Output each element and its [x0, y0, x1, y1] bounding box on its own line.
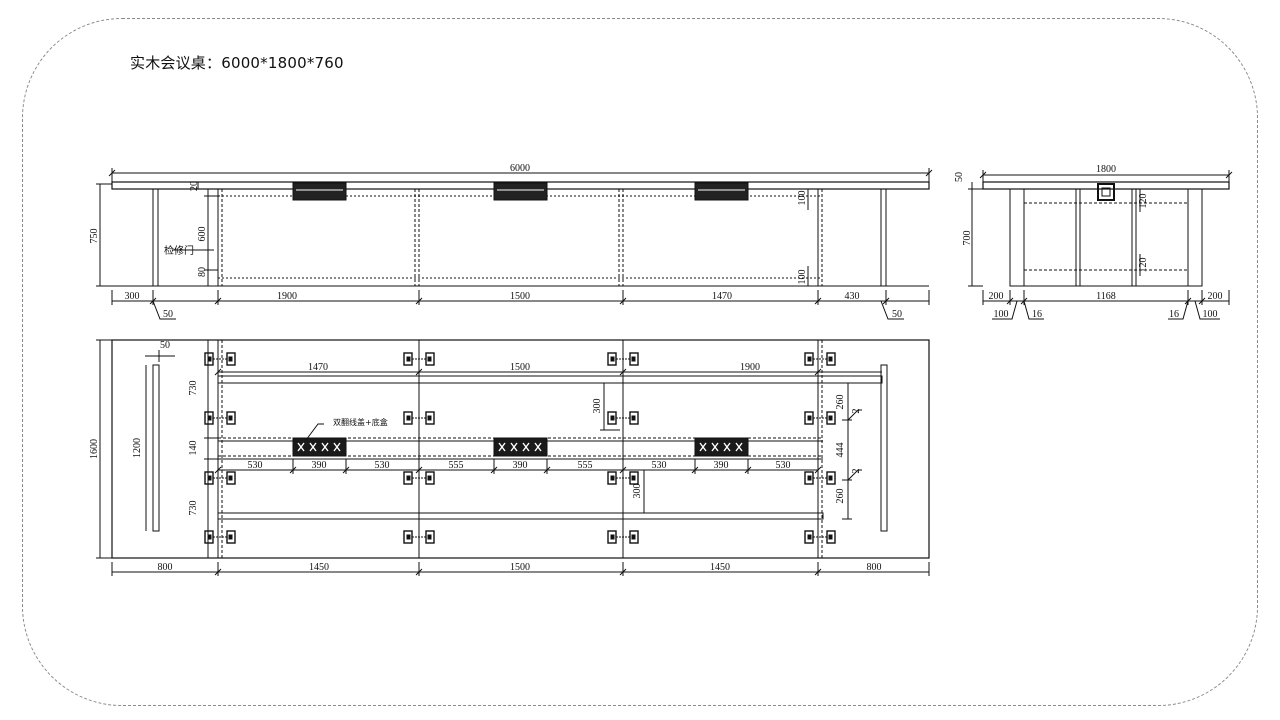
- plan-top-1: 1500: [510, 362, 530, 373]
- box-dim-8: 530: [776, 460, 791, 471]
- box-dim-6: 530: [652, 460, 667, 471]
- fastener-symbol: [403, 352, 435, 366]
- fastener-symbol: [607, 471, 639, 485]
- dim-bottom-gap: 80: [197, 267, 208, 277]
- box-dim-0: 530: [248, 460, 263, 471]
- side-view: [968, 170, 1233, 320]
- plan-small-mark-1: 2: [851, 469, 862, 474]
- side-dim-upper: 120: [1138, 194, 1149, 209]
- side-bottom-2: 200: [1208, 291, 1223, 302]
- side-dim-height: 700: [962, 231, 973, 246]
- fastener-symbol: [607, 530, 639, 544]
- dim-height: 750: [89, 229, 100, 244]
- dim-top-thickness: 20: [189, 181, 200, 191]
- dim-bottom-0: 300: [125, 291, 140, 302]
- dim-drawer-bottom: 100: [797, 270, 808, 285]
- fastener-symbol: [403, 411, 435, 425]
- box-dim-3: 555: [449, 460, 464, 471]
- plan-right-0: 260: [835, 395, 846, 410]
- plan-bottom-1: 1450: [309, 562, 329, 573]
- plan-right-1: 444: [835, 443, 846, 458]
- plan-center-upper: 300: [592, 399, 603, 414]
- plan-bottom-0: 800: [158, 562, 173, 573]
- box-dim-4: 390: [513, 460, 528, 471]
- fastener-symbol: [403, 530, 435, 544]
- plan-view-labels: 1600 1200 50 1470 1500 1900 730 140 730 …: [89, 340, 882, 573]
- plan-top-0: 1470: [308, 362, 328, 373]
- plan-bottom-4: 800: [867, 562, 882, 573]
- side-dim-top: 50: [954, 172, 965, 182]
- fasteners: [204, 352, 836, 544]
- fastener-symbol: [804, 530, 836, 544]
- side-sub-right-0: 16: [1169, 309, 1179, 320]
- side-bottom-1: 1168: [1096, 291, 1116, 302]
- box-dim-1: 390: [312, 460, 327, 471]
- fastener-symbol: [204, 411, 236, 425]
- dim-6000: 6000: [510, 163, 530, 174]
- wire-box-label: 双翻线盖+底盒: [333, 417, 388, 427]
- plan-top-2: 1900: [740, 362, 760, 373]
- fastener-symbol: [204, 471, 236, 485]
- box-dim-7: 390: [714, 460, 729, 471]
- box-dim-5: 555: [578, 460, 593, 471]
- dim-bottom-4: 430: [845, 291, 860, 302]
- inspection-door-label: 检修门: [164, 244, 194, 257]
- plan-bottom-3: 1450: [710, 562, 730, 573]
- wire-box-crosses: [297, 442, 743, 452]
- fastener-symbol: [804, 352, 836, 366]
- front-view-labels: 6000 20 750 600 80 检修门 100 100 300 1900 …: [89, 163, 902, 320]
- dim-drawer-top: 100: [797, 191, 808, 206]
- dim-bottom-2: 1500: [510, 291, 530, 302]
- fastener-symbol: [403, 471, 435, 485]
- side-dim-1800: 1800: [1096, 164, 1116, 175]
- front-view: [96, 168, 933, 320]
- plan-left-2: 730: [188, 501, 199, 516]
- side-dim-lower: 120: [1138, 258, 1149, 273]
- plan-center-lower: 300: [632, 484, 643, 499]
- plan-small-mark-0: 2: [851, 409, 862, 414]
- fastener-symbol: [204, 352, 236, 366]
- fastener-symbol: [204, 530, 236, 544]
- fastener-symbol: [607, 352, 639, 366]
- fastener-symbol: [607, 411, 639, 425]
- plan-dim-inner: 1200: [132, 438, 143, 458]
- plan-left-1: 140: [188, 441, 199, 456]
- side-sub-left-1: 16: [1032, 309, 1042, 320]
- side-bottom-0: 200: [989, 291, 1004, 302]
- page-frame: [22, 18, 1258, 706]
- plan-dim-depth: 1600: [89, 439, 100, 459]
- dim-bottom-3: 1470: [712, 291, 732, 302]
- dim-leg-right: 50: [892, 309, 902, 320]
- plan-right-2: 260: [835, 489, 846, 504]
- drawing-title: 实木会议桌：6000*1800*760: [130, 54, 344, 72]
- box-dim-2: 530: [375, 460, 390, 471]
- plan-view: [96, 339, 930, 576]
- side-sub-left-0: 100: [994, 309, 1009, 320]
- dim-panel-height: 600: [197, 227, 208, 242]
- plan-left-0: 730: [188, 381, 199, 396]
- plan-bottom-2: 1500: [510, 562, 530, 573]
- side-sub-right-1: 100: [1203, 309, 1218, 320]
- dim-bottom-1: 1900: [277, 291, 297, 302]
- side-view-labels: 1800 50 700 120 120 200 1168 200 100 16 …: [954, 164, 1223, 320]
- dim-leg-left: 50: [163, 309, 173, 320]
- plan-dim-edge: 50: [160, 340, 170, 351]
- fastener-symbol: [804, 471, 836, 485]
- fastener-symbol: [804, 411, 836, 425]
